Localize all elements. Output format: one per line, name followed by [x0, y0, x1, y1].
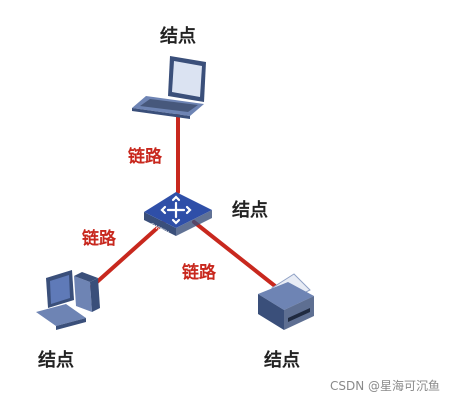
desktop-computer-icon	[36, 270, 100, 330]
link-line-right	[192, 220, 277, 288]
node-label-top: 结点	[160, 25, 196, 47]
node-bottom-right: 结点	[258, 273, 314, 371]
printer-icon	[258, 273, 314, 330]
link-label-right: 链路	[182, 262, 217, 283]
links	[86, 110, 277, 292]
node-bottom-left: 结点	[36, 270, 100, 371]
node-label-bottom-right: 结点	[264, 349, 300, 371]
link-label-top: 链路	[128, 146, 163, 167]
node-label-bottom-left: 结点	[38, 349, 74, 371]
link-label-left: 链路	[82, 228, 117, 249]
node-top: 结点	[132, 25, 206, 119]
watermark-text: CSDN @星海可沉鱼	[330, 378, 440, 393]
laptop-icon	[132, 56, 206, 119]
node-label-center: 结点	[232, 199, 268, 221]
link-line-left	[86, 220, 166, 292]
